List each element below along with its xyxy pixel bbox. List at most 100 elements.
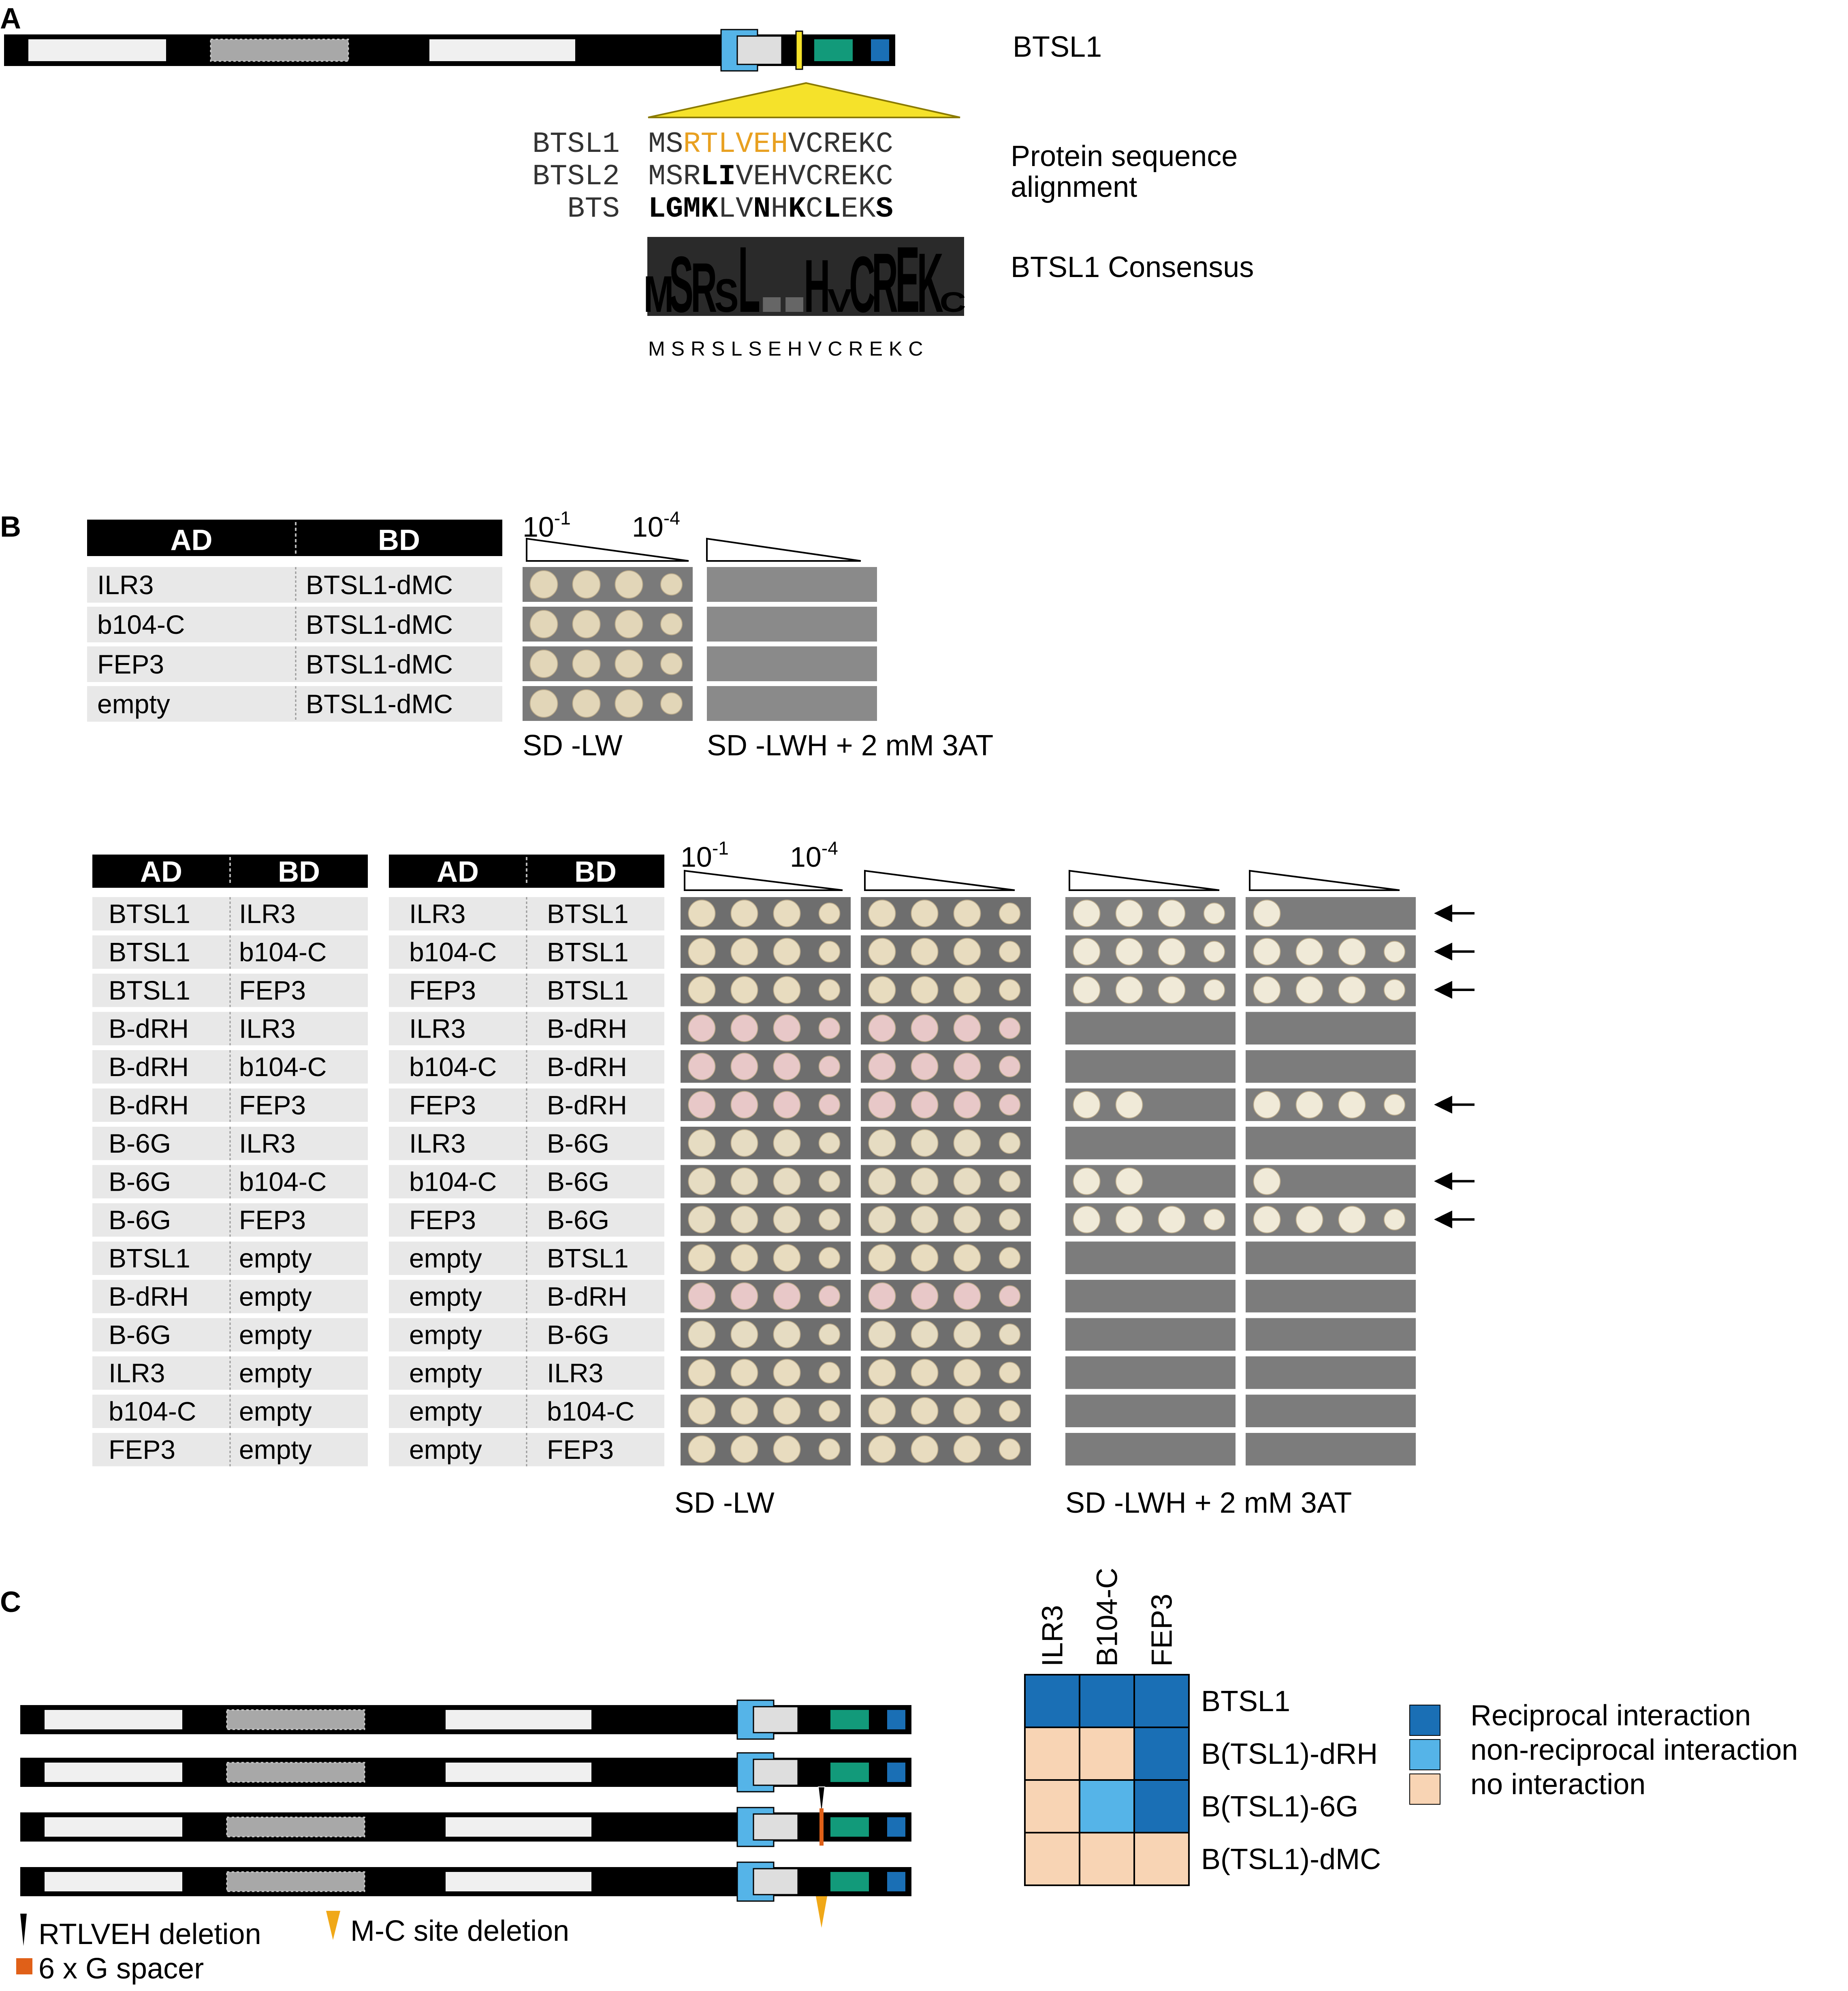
plate-strip <box>1065 1318 1236 1351</box>
ad-construct-label: B-6G <box>109 1128 171 1158</box>
bd-construct-label: BTSL1 <box>547 1243 629 1273</box>
dilution-base: 10 <box>632 511 664 543</box>
yeast-colony <box>1115 976 1143 1004</box>
bd-construct-label: empty <box>239 1320 312 1350</box>
bd-construct-label: FEP3 <box>239 1090 306 1120</box>
alignment-protein-name: BTSL2 <box>532 160 620 193</box>
yeast-colony <box>688 1359 716 1387</box>
bd-construct-label: FEP3 <box>239 1205 306 1235</box>
heatmap-cell <box>1079 1727 1135 1781</box>
yeast-colony <box>773 1014 801 1042</box>
bar-light-domain-1 <box>28 39 166 61</box>
yeast-colony <box>868 900 896 927</box>
dilution-exponent: -4 <box>664 507 680 529</box>
bd-construct-label: BTSL1 <box>547 975 629 1005</box>
yeast-colony <box>999 1132 1021 1154</box>
consensus-caption: BTSL1 Consensus <box>1011 251 1254 284</box>
logo-letter: V <box>828 282 852 319</box>
ad-construct-label: B-dRH <box>109 1281 189 1311</box>
yeast-colony <box>911 1091 939 1119</box>
bar-green-domain <box>830 1817 869 1837</box>
yeast-colony <box>688 1320 716 1348</box>
alignment-protein-name: BTS <box>567 192 620 226</box>
logo-letter: R <box>691 249 717 327</box>
heatmap-column-label: FEP3 <box>1146 1594 1178 1667</box>
yeast-colony <box>1073 1091 1101 1119</box>
yeast-colony <box>868 1206 896 1234</box>
ad-construct-label: b104-C <box>97 610 185 640</box>
bd-construct-label: BTSL1-dMC <box>306 689 453 719</box>
yeast-colony <box>688 1282 716 1310</box>
alignment-sequence: LGMKLVNHKCLEKS <box>648 192 893 226</box>
bd-construct-label: empty <box>239 1281 312 1311</box>
dilution-wedge <box>684 870 843 891</box>
yeast-colony <box>1383 1094 1406 1116</box>
ad-construct-label: FEP3 <box>409 1205 476 1235</box>
yeast-colony <box>1338 1091 1366 1119</box>
bar-green-domain <box>830 1763 869 1782</box>
yeast-colony <box>911 1206 939 1234</box>
rtlveh-key-label: RTLVEH deletion <box>38 1918 261 1950</box>
yeast-colony <box>999 1324 1021 1345</box>
dilution-exponent: -1 <box>712 838 729 859</box>
bar-hemerythrin-domain <box>753 1706 799 1733</box>
yeast-colony <box>911 1014 939 1042</box>
dilution-start-label: 10-1 <box>523 507 571 543</box>
yeast-colony <box>911 1053 939 1081</box>
yeast-colony <box>1253 1167 1281 1195</box>
heatmap-cell <box>1079 1832 1135 1886</box>
bar-hemerythrin-domain <box>753 1868 799 1895</box>
bar-light-domain-1 <box>45 1817 182 1837</box>
yeast-colony <box>999 1209 1021 1230</box>
logo-letter: C <box>940 287 966 318</box>
medium-label-lw: SD -LW <box>674 1487 775 1519</box>
interaction-arrow-head <box>1434 1211 1452 1228</box>
yeast-colony <box>868 1397 896 1425</box>
legend-swatch <box>1409 1739 1440 1770</box>
construct-bar <box>20 1699 911 1740</box>
yeast-colony <box>688 1244 716 1272</box>
plate-strip <box>1246 1394 1416 1427</box>
yeast-colony <box>953 1053 981 1081</box>
heatmap-cell <box>1024 1779 1080 1833</box>
yeast-colony <box>529 650 558 678</box>
yeast-colony <box>688 1397 716 1425</box>
interaction-arrow-head <box>1434 942 1452 961</box>
yeast-colony <box>818 1017 841 1039</box>
ad-construct-label: B-dRH <box>109 1014 189 1044</box>
ad-construct-label: empty <box>409 1243 482 1273</box>
medium-label-lwh: SD -LWH + 2 mM 3AT <box>707 729 993 762</box>
ad-construct-label: ILR3 <box>109 1358 165 1388</box>
bd-construct-label: BTSL1-dMC <box>306 649 453 679</box>
yeast-colony <box>999 1362 1021 1383</box>
yeast-colony <box>1383 941 1406 963</box>
rtlveh-deletion-marker <box>817 1786 826 1815</box>
plate-strip <box>1065 1050 1236 1083</box>
bd-construct-label: FEP3 <box>547 1435 614 1464</box>
interaction-arrow-head <box>1434 1172 1452 1190</box>
heatmap-column-label: ILR3 <box>1037 1605 1069 1667</box>
yeast-colony <box>953 1091 981 1119</box>
logo-letter: R <box>872 236 898 330</box>
yeast-colony <box>1115 938 1143 966</box>
heatmap-row-label: B(TSL1)-dMC <box>1201 1843 1381 1876</box>
bd-construct-label: empty <box>239 1358 312 1388</box>
heatmap-cell <box>1133 1832 1190 1886</box>
yeast-colony <box>999 1055 1021 1077</box>
heatmap-column-label: B104-C <box>1091 1568 1124 1667</box>
alignment-residues: K <box>788 192 806 226</box>
yeast-colony <box>911 1397 939 1425</box>
protein-name-label: BTSL1 <box>1013 31 1102 63</box>
plate-strip <box>1246 1280 1416 1313</box>
plate-strip <box>1246 1318 1416 1351</box>
yeast-colony <box>1253 938 1281 966</box>
bd-construct-label: ILR3 <box>239 899 295 929</box>
ad-construct-label: FEP3 <box>109 1435 175 1464</box>
yeast-colony <box>818 1438 841 1460</box>
alignment-residues: VCREKC <box>788 128 893 161</box>
heatmap-cell <box>1024 1727 1080 1781</box>
alignment-residues: RTLVEH <box>683 128 788 161</box>
ad-construct-label: empty <box>409 1358 482 1388</box>
bar-light-domain-1 <box>45 1710 182 1729</box>
alignment-residues: H <box>770 192 788 226</box>
